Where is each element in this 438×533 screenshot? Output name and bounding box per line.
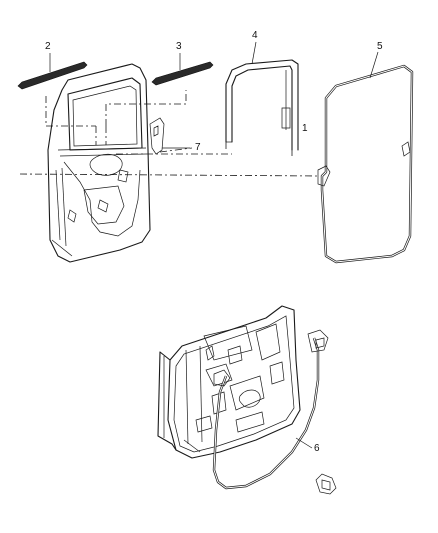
callout-6: 6 xyxy=(314,443,320,454)
glass-run-channel-part-4 xyxy=(225,41,299,151)
callout-7: 7 xyxy=(195,142,201,153)
bracket xyxy=(149,117,165,155)
alignment-lines xyxy=(19,90,321,177)
callout-1: 1 xyxy=(302,123,308,134)
door-shell xyxy=(47,63,151,263)
belt-molding-part-3 xyxy=(151,53,214,86)
door-assembly xyxy=(157,305,301,459)
weatherstrip-part-5 xyxy=(317,51,414,264)
callout-5: 5 xyxy=(377,41,383,52)
belt-molding-part-2 xyxy=(17,53,88,90)
callout-4: 4 xyxy=(252,30,258,41)
callout-3: 3 xyxy=(176,41,182,52)
callout-2: 2 xyxy=(45,41,51,52)
weatherstrip-part-6 xyxy=(212,329,337,495)
